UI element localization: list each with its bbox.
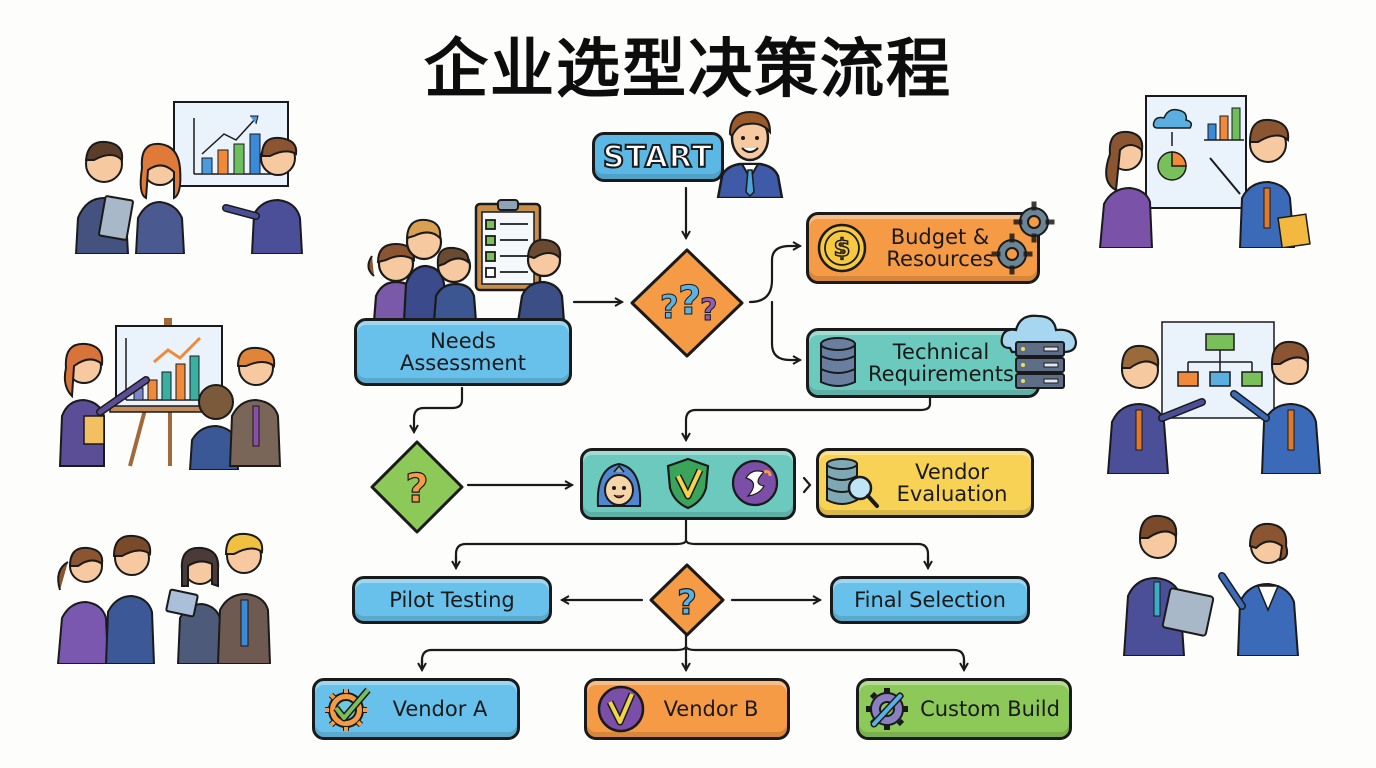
database-search-icon [826, 458, 879, 508]
technical-line1: Technical [892, 339, 990, 364]
page-title: 企业选型决策流程 [424, 33, 952, 107]
decision-bottom[interactable]: ? [648, 562, 726, 638]
start-node[interactable]: START [592, 132, 724, 182]
arrow-bottom-split [420, 632, 966, 672]
database-icon [820, 337, 856, 387]
vendor-logo-s-icon [731, 459, 779, 507]
svg-text:?: ? [405, 466, 428, 512]
arrow-vendors-split [454, 518, 930, 568]
final-selection-label: Final Selection [854, 587, 1006, 612]
budget-line1: Budget & [890, 224, 990, 249]
badge-check-icon [597, 685, 645, 733]
gear-check-icon [325, 687, 371, 731]
arrow-needs-down [414, 386, 464, 432]
team-discussion-illustration [56, 532, 272, 664]
technical-line2: Requirements [868, 362, 1014, 386]
gear-wrench-icon [866, 688, 908, 730]
arrow-decision-to-technical [770, 300, 800, 360]
budget-line2: Resources [886, 247, 994, 271]
pilot-testing-node[interactable]: Pilot Testing [352, 576, 552, 624]
svg-text:?: ? [660, 288, 679, 326]
needs-assessment-node[interactable]: Needs Assessment [354, 318, 572, 386]
svg-text:?: ? [677, 583, 697, 623]
svg-text:$: $ [834, 234, 851, 262]
svg-text:?: ? [700, 293, 717, 328]
vendor-b-label: Vendor B [663, 696, 759, 721]
final-selection-node[interactable]: Final Selection [830, 576, 1030, 624]
coin-dollar-icon: $ [817, 223, 867, 273]
needs-assessment-line1: Needs [430, 328, 496, 353]
vendor-evaluation-line1: Vendor [915, 459, 989, 484]
easel-presentation-illustration [58, 318, 282, 470]
shield-check-icon [666, 457, 710, 510]
team-chart-meeting-illustration [74, 101, 304, 254]
custom-build-label: Custom Build [920, 696, 1060, 721]
tablet-conversation-illustration [1122, 514, 1300, 656]
pilot-testing-label: Pilot Testing [389, 587, 515, 612]
person-start-icon [716, 110, 784, 198]
arrow-technical-to-evaluation [686, 396, 932, 440]
decision-main[interactable]: ? ? ? [628, 246, 746, 360]
arrow-decision-to-budget [748, 246, 800, 304]
arrow-vendors-to-evaluation [802, 476, 812, 494]
vendor-logo-mascot-icon [596, 462, 642, 507]
needs-assessment-line2: Assessment [400, 351, 526, 375]
svg-text:?: ? [678, 278, 701, 324]
decision-left[interactable]: ? [368, 438, 466, 536]
vendor-a-label: Vendor A [392, 696, 488, 721]
cloud-server-icon [1000, 314, 1078, 389]
vendor-evaluation-line2: Evaluation [896, 482, 1008, 506]
gears-icon [991, 201, 1055, 275]
start-label: START [602, 139, 714, 176]
cloud-report-presentation-illustration [1098, 95, 1311, 248]
needs-team-illustration [367, 199, 566, 322]
org-chart-discussion-illustration [1106, 321, 1322, 474]
